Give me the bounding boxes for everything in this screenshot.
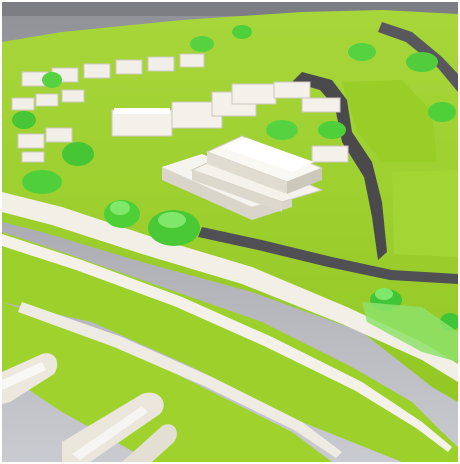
building-row-upper	[11, 53, 205, 163]
grass-lower-wedge	[2, 302, 332, 462]
white-road-band	[2, 192, 458, 382]
grass-block-mid	[342, 80, 437, 162]
building-row-middle	[111, 81, 349, 163]
grass-block-right	[392, 170, 458, 257]
grass-foreground-strip	[2, 232, 458, 462]
foreground-tubes	[2, 353, 177, 462]
dark-road-top	[378, 22, 458, 92]
main-building	[162, 135, 324, 220]
dark-road-lower	[198, 227, 458, 284]
white-path-thin	[2, 234, 452, 452]
tree-models	[12, 25, 458, 362]
white-path-lower	[18, 302, 342, 458]
